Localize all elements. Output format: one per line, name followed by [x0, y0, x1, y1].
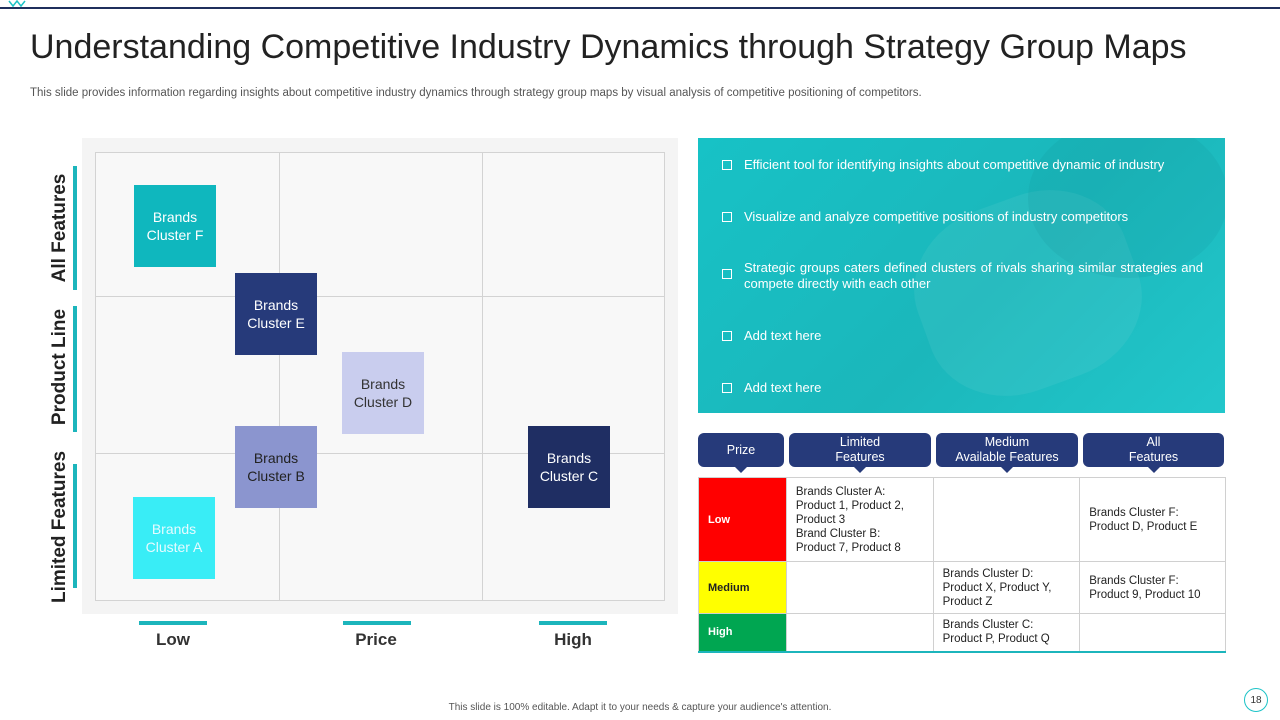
header-prize: Prize [698, 433, 784, 473]
table-row: High Brands Cluster C: Product P, Produc… [698, 613, 1226, 653]
corner-logo-icon [8, 0, 30, 10]
cell-line: Brands Cluster D: [942, 567, 1034, 580]
checkbox-icon [722, 160, 732, 170]
cluster-label-line1: Brands [152, 209, 198, 225]
y-axis-accent-bar [73, 306, 77, 432]
page-number: 18 [1244, 688, 1268, 712]
cluster-label-line2: Cluster B [247, 468, 305, 484]
y-axis-label-product-line: Product Line [49, 308, 70, 426]
slide-subtitle: This slide provides information regardin… [30, 87, 922, 99]
cell-line: Product D, Product E [1089, 520, 1198, 533]
insight-bullet: Add text here [722, 328, 1203, 344]
cell-line: Product 3 [795, 513, 846, 526]
table-cell: Brands Cluster D: Product X, Product Y, … [932, 561, 1081, 614]
top-rule [0, 7, 1280, 9]
row-level-low: Low [698, 477, 787, 562]
insight-text: Efficient tool for identifying insights … [744, 157, 1165, 172]
cluster-label-line2: Cluster C [539, 468, 599, 484]
insight-bullet: Add text here [722, 380, 1203, 396]
table-row: Low Brands Cluster A: Product 1, Product… [698, 477, 1226, 562]
header-line2: Available Features [955, 450, 1059, 464]
y-axis-label-all-features: All Features [49, 173, 70, 283]
cluster-label-line1: Brands [546, 450, 592, 466]
y-axis-accent-bar [73, 166, 77, 290]
x-axis-accent-bar [343, 621, 411, 625]
table-cell [785, 613, 934, 653]
grid-line [96, 453, 664, 454]
cluster-label-line1: Brands [253, 450, 299, 466]
slide-title: Understanding Competitive Industry Dynam… [30, 28, 1187, 66]
insight-text: Visualize and analyze competitive positi… [744, 209, 1129, 224]
insight-text: Add text here [744, 380, 822, 395]
insight-bullet: Efficient tool for identifying insights … [722, 157, 1203, 173]
table-cell [1079, 613, 1226, 653]
checkbox-icon [722, 331, 732, 341]
insight-bullet: Strategic groups caters defined clusters… [722, 260, 1203, 292]
header-line1: Medium [984, 435, 1030, 449]
table-cell [932, 477, 1081, 562]
insights-panel: Efficient tool for identifying insights … [698, 138, 1225, 413]
cell-line: Brands Cluster C: [942, 619, 1034, 632]
cluster-label-line2: Cluster D [353, 394, 413, 410]
cell-line: Product X, Product Y, [942, 581, 1052, 594]
table-cell: Brands Cluster A: Product 1, Product 2, … [785, 477, 934, 562]
cell-line: Brand Cluster B: [795, 527, 881, 540]
cluster-label-line1: Brands [360, 376, 406, 392]
cluster-label-line1: Brands [253, 297, 299, 313]
grid-line [279, 153, 280, 600]
cell-line: Brands Cluster F: [1089, 506, 1179, 519]
x-axis-accent-bar [139, 621, 207, 625]
features-price-table: Low Brands Cluster A: Product 1, Product… [698, 477, 1226, 653]
insight-text: Strategic groups caters defined clusters… [744, 260, 1203, 291]
slide-footer: This slide is 100% editable. Adapt it to… [448, 702, 832, 713]
insight-bullet: Visualize and analyze competitive positi… [722, 209, 1203, 225]
x-axis-label-low: Low [156, 630, 190, 649]
row-level-high: High [698, 613, 787, 653]
checkbox-icon [722, 383, 732, 393]
table-cell [785, 561, 934, 614]
x-axis-label-price: Price [355, 630, 397, 649]
grid-line [96, 296, 664, 297]
header-line1: Limited [839, 435, 881, 449]
y-axis-label-limited-features: Limited Features [49, 450, 70, 604]
table-row: Medium Brands Cluster D: Product X, Prod… [698, 561, 1226, 614]
cell-line: Brands Cluster F: [1089, 574, 1179, 587]
cluster-label-line2: Cluster E [247, 315, 305, 331]
y-axis-accent-bar [73, 464, 77, 588]
panel-decoration [1028, 138, 1225, 278]
x-axis-accent-bar [539, 621, 607, 625]
cluster-label-line1: Brands [151, 521, 197, 537]
insight-text: Add text here [744, 328, 822, 343]
header-line1: All [1146, 435, 1161, 449]
row-level-medium: Medium [698, 561, 787, 614]
cell-line: Product Z [942, 595, 993, 608]
checkbox-icon [722, 212, 732, 222]
cell-line: Brands Cluster A: [795, 485, 886, 498]
cluster-label-line2: Cluster F [146, 227, 204, 243]
cell-line: Product 7, Product 8 [795, 541, 901, 554]
cell-line: Product P, Product Q [942, 633, 1050, 646]
header-line2: Features [1128, 450, 1179, 464]
header-line1: Prize [726, 442, 756, 457]
cell-line: Product 9, Product 10 [1089, 588, 1201, 601]
x-axis-label-high: High [554, 630, 592, 649]
cell-line: Product 1, Product 2, [795, 499, 904, 512]
checkbox-icon [722, 269, 732, 279]
table-cell: Brands Cluster F: Product 9, Product 10 [1079, 561, 1226, 614]
table-cell: Brands Cluster C: Product P, Product Q [932, 613, 1081, 653]
cluster-label-line2: Cluster A [145, 539, 203, 555]
table-cell: Brands Cluster F: Product D, Product E [1079, 477, 1226, 562]
header-line2: Features [835, 450, 885, 464]
grid-line [482, 153, 483, 600]
